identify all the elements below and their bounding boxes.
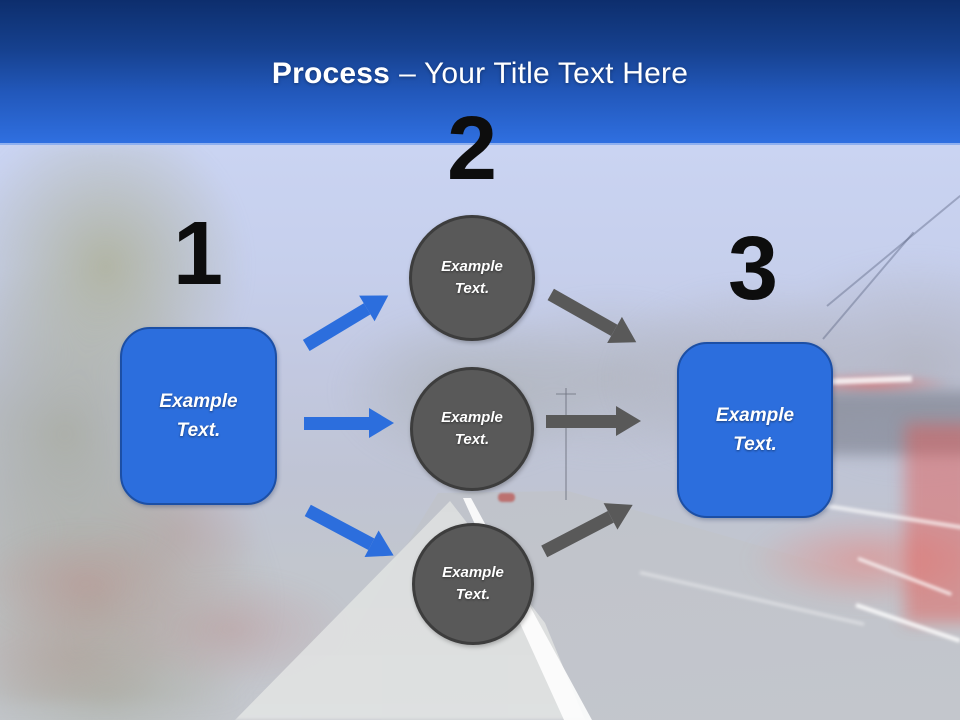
step2-circle-bottom-label: Example Text. (442, 563, 504, 604)
step2-circle-middle: Example Text. (410, 367, 534, 491)
utility-pole-arm (556, 393, 576, 395)
title-rest: – Your Title Text Here (399, 57, 689, 90)
step2-circle-middle-label: Example Text. (441, 408, 503, 449)
arrow-box1-to-circle-middle (304, 408, 394, 438)
step2-circle-top-label: Example Text. (441, 257, 503, 298)
title-band: Process– Your Title Text Here (0, 0, 960, 145)
slide-title: Process– Your Title Text Here (0, 0, 960, 92)
step3-box-label: Example Text. (715, 404, 795, 455)
title-lead: Process (271, 57, 391, 90)
step3-box: Example Text. (677, 342, 833, 518)
step2-circle-bottom: Example Text. (412, 523, 534, 645)
arrow-circle-middle-to-box3 (546, 406, 641, 436)
utility-pole (565, 388, 567, 500)
step-number-1: 1 (172, 204, 224, 304)
step2-circle-top: Example Text. (409, 215, 535, 341)
step1-box: Example Text. (120, 327, 277, 505)
step1-box-label: Example Text. (159, 390, 238, 441)
step-number-3: 3 (727, 219, 779, 319)
step-number-2: 2 (446, 99, 498, 199)
distant-car (498, 493, 515, 502)
